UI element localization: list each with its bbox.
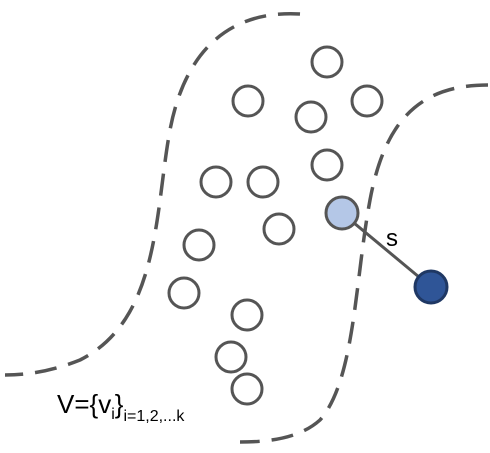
node [230, 372, 264, 406]
set-label: V={vi}i=1,2,...k [57, 389, 185, 425]
edge-s [341, 211, 432, 289]
node [246, 165, 280, 199]
highlighted-node [324, 195, 360, 231]
node [350, 84, 384, 118]
set-label-range: i=1,2,...k [123, 408, 185, 425]
set-label-close: } [115, 389, 124, 419]
node [262, 212, 296, 246]
node-group [167, 45, 384, 406]
edge-label: s [386, 225, 398, 252]
node [199, 165, 233, 199]
node [231, 84, 265, 118]
region-boundary-right [239, 83, 489, 444]
node [294, 100, 328, 134]
node [214, 340, 248, 374]
node [230, 298, 264, 332]
region-boundary-left [4, 12, 301, 377]
set-label-main: V={v [57, 389, 111, 419]
node [310, 148, 344, 182]
source-node [413, 269, 449, 305]
set-label-sub-i: i [111, 406, 115, 423]
node [167, 276, 201, 310]
node [310, 45, 344, 79]
node [182, 228, 216, 262]
